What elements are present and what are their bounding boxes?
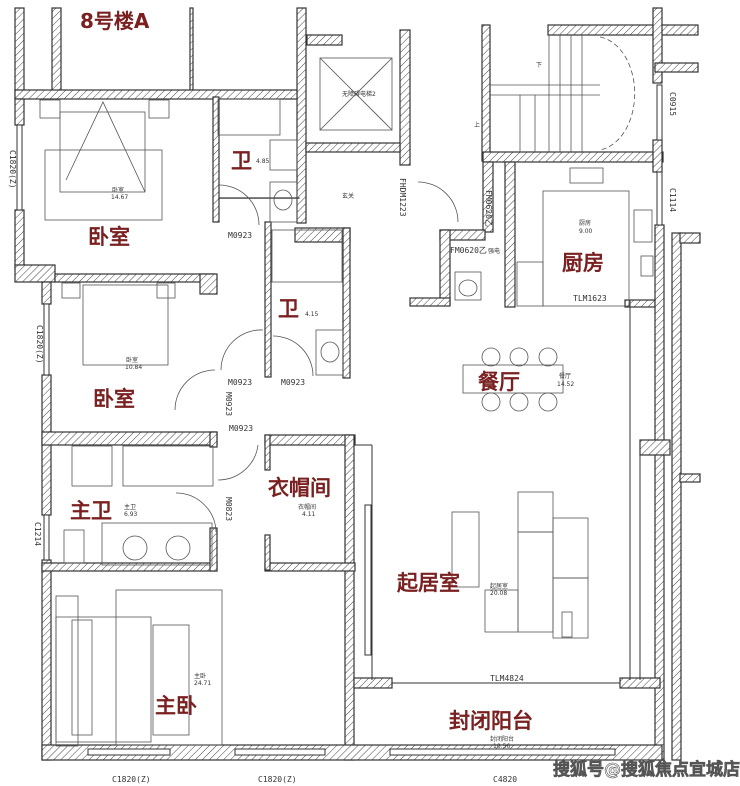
window-code: C1114 (668, 188, 677, 212)
door-code: M0923 (228, 231, 252, 240)
door-code: M0923 (281, 378, 305, 387)
area-name: 主卫 (124, 503, 136, 511)
door-code: TLM1623 (573, 294, 607, 303)
room-kitchen: 厨房 (562, 251, 604, 275)
area-value: 20.08 (490, 590, 507, 597)
room-master-bedroom: 主卧 (155, 694, 197, 718)
stair-up-label: 上 (474, 121, 480, 129)
room-bath2: 卫 (278, 297, 299, 321)
room-balcony: 封闭阳台 (449, 709, 533, 733)
area-value: 10.56 (493, 743, 510, 750)
door-code: M0923 (224, 392, 233, 416)
area-value: 4.15 (305, 311, 319, 318)
area-value: 10.84 (125, 364, 142, 371)
elevator-label: 无障碍电梯2 (342, 90, 376, 98)
window-code: C4820 (493, 775, 517, 784)
area-name: 卧室 (126, 356, 138, 364)
room-bedroom1: 卧室 (88, 225, 130, 249)
watermark: 搜狐号@搜狐焦点宜城店 (553, 759, 740, 780)
building-title: 8号楼A (80, 9, 150, 33)
area-value: 14.52 (557, 381, 574, 388)
code-labels: M0923 M0923 M0923 M0923 M0923 M0823 FHDM… (8, 62, 677, 784)
room-bath1: 卫 (231, 149, 252, 173)
room-living: 起居室 (396, 571, 460, 595)
door-code: FM0620乙 (484, 190, 493, 227)
area-name: 起居室 (490, 582, 508, 590)
area-name: 厨房 (579, 219, 591, 227)
window-code: C1820(Z) (258, 775, 297, 784)
window-code: C0915 (668, 92, 677, 116)
area-value: 4.11 (302, 511, 316, 518)
door-code: M0923 (229, 424, 253, 433)
foyer-label: 玄关 (342, 192, 354, 200)
electric-label: 强电 (488, 247, 500, 255)
stair-down-label: 下 (536, 62, 542, 69)
window-code: C1820(Z) (112, 775, 151, 784)
area-value: 6.93 (124, 511, 138, 518)
furniture (39, 35, 654, 747)
area-name: 衣帽间 (298, 503, 316, 511)
window-code: C1820(Z) (35, 325, 44, 364)
room-walkin: 衣帽间 (268, 476, 331, 500)
area-value: 14.67 (111, 194, 128, 201)
area-name: 封闭阳台 (490, 735, 514, 743)
door-code: TLM4824 (490, 674, 524, 683)
area-value: 24.71 (194, 680, 211, 687)
walls (14, 7, 701, 761)
room-labels: 卧室 卫 卧室 卫 主卫 衣帽间 起居室 主卧 封闭阳台 厨房 餐厅 (70, 149, 604, 733)
area-value: 4.85 (256, 158, 270, 165)
door-code: FM0620乙 (450, 246, 487, 255)
window-code: C1214 (33, 522, 42, 546)
windows (16, 84, 663, 756)
window-code: C1820(Z) (8, 150, 17, 189)
room-dining: 餐厅 (478, 370, 520, 394)
area-name: 卧室 (112, 186, 124, 194)
area-labels: 卧室 14.67 4.85 卧室 10.84 4.15 主卫 6.93 衣帽间 … (111, 90, 593, 750)
door-code: M0923 (228, 378, 252, 387)
door-code: FHDM1223 (398, 178, 407, 217)
room-master-bath: 主卫 (70, 499, 112, 523)
room-bedroom2: 卧室 (93, 387, 135, 411)
door-code: M0823 (224, 497, 233, 521)
area-name: 餐厅 (559, 372, 571, 380)
stairs (490, 35, 636, 152)
area-name: 主卧 (194, 672, 206, 680)
doors (174, 181, 459, 533)
area-value: 9.00 (579, 228, 593, 235)
